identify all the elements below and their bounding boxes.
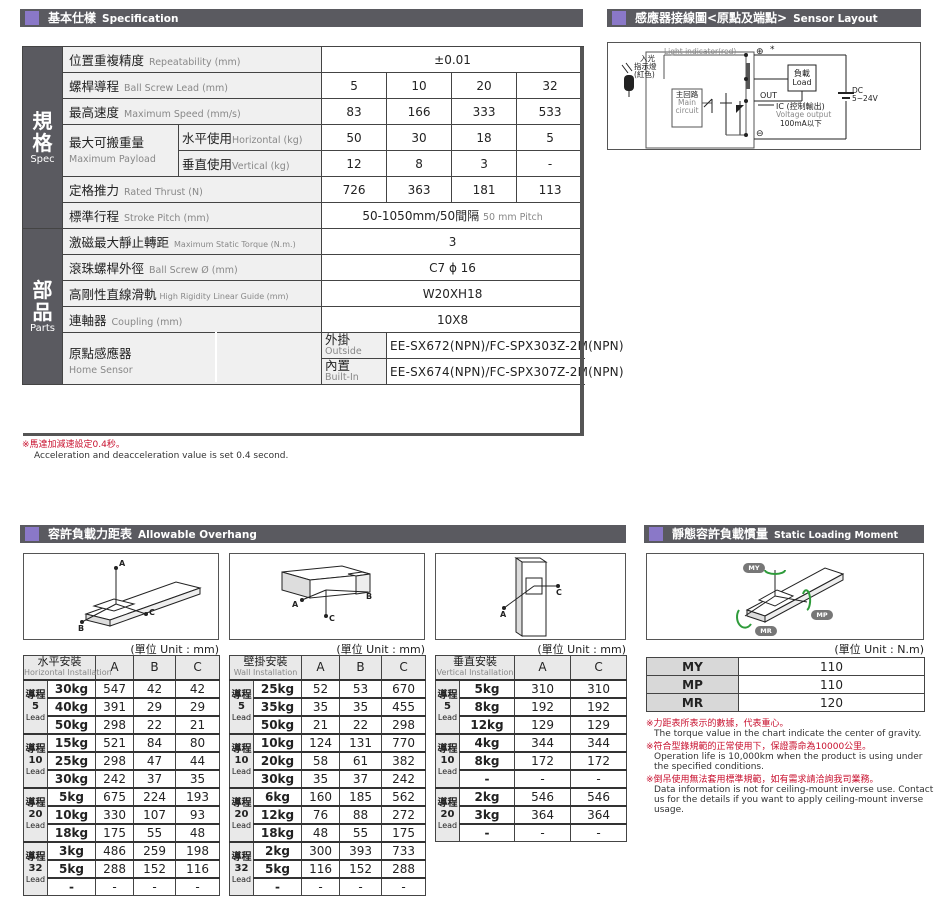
moment-diagram: MY MP MR	[646, 553, 924, 640]
transistor-2-icon	[720, 93, 732, 135]
sensor-layout-header: 感應器接線圖<原點及端點>Sensor Layout	[607, 9, 921, 27]
section-spec: 規格 Spec	[22, 46, 63, 229]
row-payload-vertical: 垂直使用Vertical (kg) 12 8 3 -	[23, 150, 585, 177]
horizontal-diagram: A C B	[23, 553, 219, 640]
vertical-diagram: A C	[435, 553, 626, 640]
section-parts: 部品 Parts	[22, 228, 63, 385]
my-badge: MY	[743, 563, 765, 573]
main-circuit-box	[671, 88, 703, 128]
header-mark-icon	[25, 11, 39, 25]
spec-note: ※馬達加減速設定0.4秒。 Acceleration and deacceler…	[22, 440, 289, 461]
transistor-1-icon	[703, 98, 713, 113]
load-box	[787, 64, 817, 92]
plus-terminal: ⊕	[756, 47, 764, 57]
mp-badge: MP	[811, 610, 833, 620]
sensor-outline	[645, 51, 755, 149]
repeatability-value: ±0.01	[321, 46, 585, 73]
led-indicator-icon	[624, 75, 634, 91]
plus-node-icon	[744, 53, 748, 57]
sensor-wiring-diagram: Light indicator(red) ⊕ * ⊖ 入光 指示燈 (紅色) 主…	[607, 42, 921, 150]
moment-notes: ※力距表所表示的數據，代表重心。 The torque value in the…	[646, 719, 934, 815]
table-row: ----	[24, 876, 221, 896]
mp-rotation-icon	[802, 589, 812, 611]
table-row: ---	[436, 822, 628, 842]
mr-badge: MR	[755, 626, 777, 636]
mr-rotation-icon	[736, 609, 752, 629]
table-row: ----	[230, 876, 427, 896]
table-row: ---	[436, 768, 628, 788]
header-mark-icon	[25, 527, 39, 541]
wiring-svg	[621, 51, 854, 149]
my-rotation-icon	[764, 569, 786, 575]
header-mark-icon	[612, 11, 626, 25]
wall-diagram: A C B	[229, 553, 425, 640]
header-mark-icon	[649, 527, 663, 541]
minus-terminal: ⊖	[756, 129, 764, 139]
